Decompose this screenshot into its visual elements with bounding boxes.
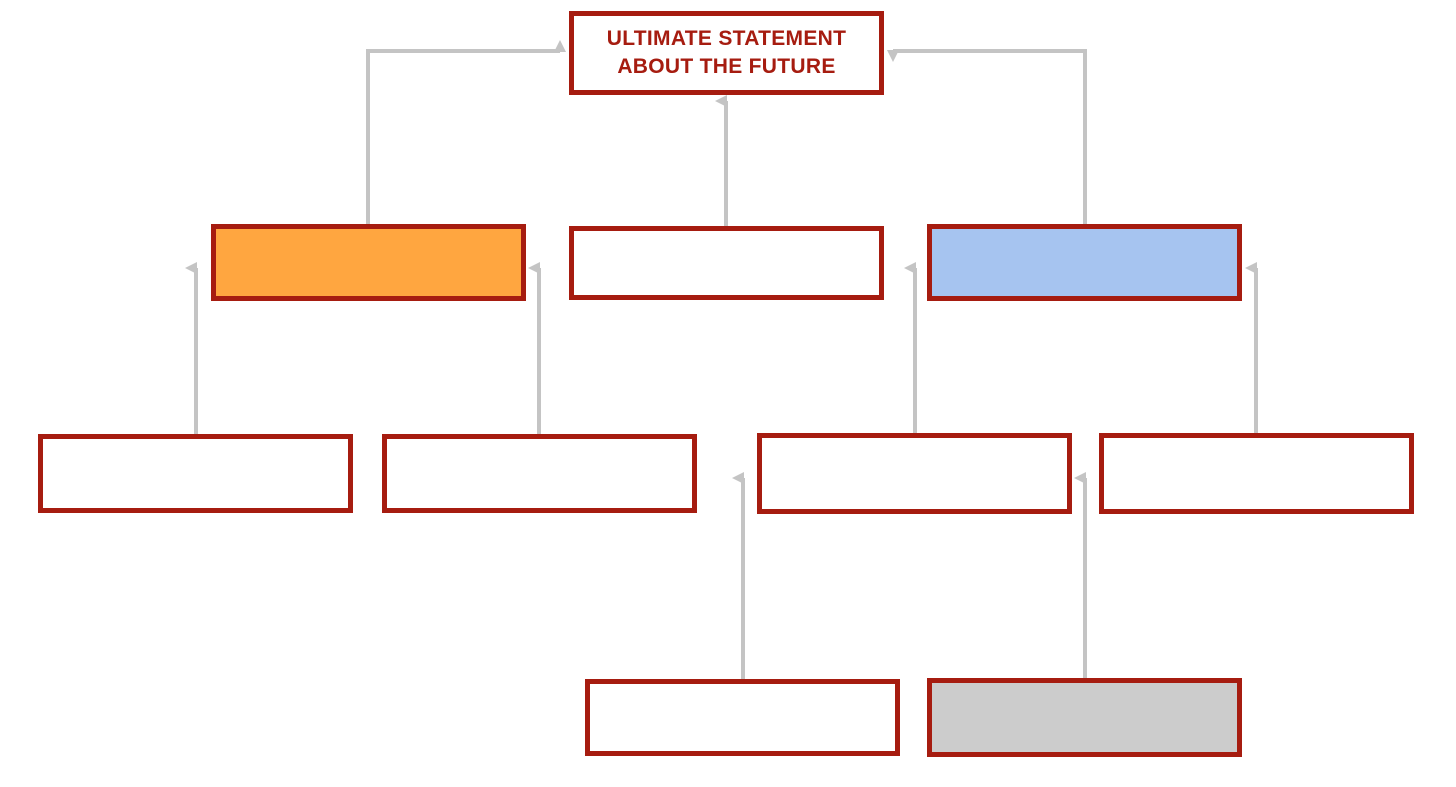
ultimate-statement-box[interactable]: ULTIMATE STATEMENT ABOUT THE FUTURE [569, 11, 884, 95]
connector-support-right-to-ultimate [887, 49, 1087, 226]
detail-box-left[interactable] [585, 679, 900, 756]
evidence-box-3[interactable] [757, 433, 1072, 514]
detail-box-right[interactable] [927, 678, 1242, 757]
ultimate-statement-label: ULTIMATE STATEMENT ABOUT THE FUTURE [606, 26, 847, 78]
support-box-left[interactable] [211, 224, 526, 301]
evidence-box-1[interactable] [38, 434, 353, 513]
support-box-center[interactable] [569, 226, 884, 300]
connector-support-left-to-ultimate [366, 40, 566, 226]
evidence-box-4[interactable] [1099, 433, 1414, 514]
support-box-right[interactable] [927, 224, 1242, 301]
evidence-box-2[interactable] [382, 434, 697, 513]
